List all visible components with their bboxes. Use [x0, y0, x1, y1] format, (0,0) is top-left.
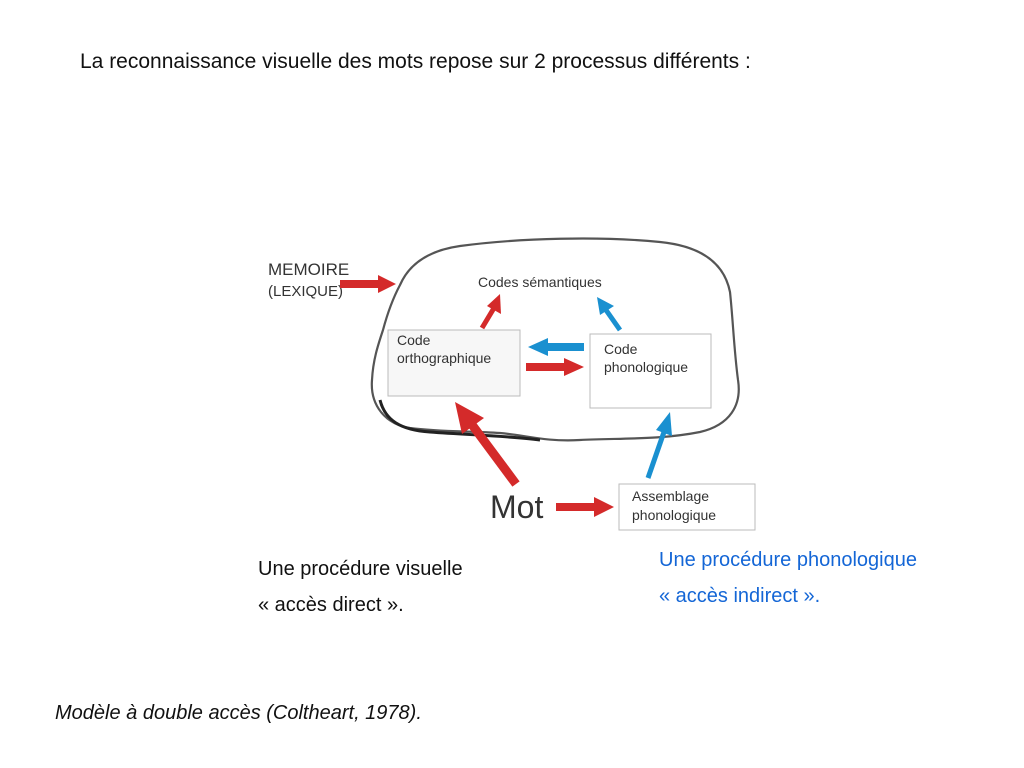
code-phonologique-box: [589, 333, 712, 409]
code-ortho-line2: orthographique: [397, 350, 491, 366]
lexicon-cloud-shadow: [378, 399, 541, 442]
assemblage-line2: phonologique: [632, 507, 716, 523]
visual-procedure-text: Une procédure visuelle « accès direct ».: [258, 551, 463, 623]
ortho-to-phono-arrow: [526, 358, 584, 376]
phonological-procedure-text: Une procédure phonologique « accès indir…: [659, 542, 917, 614]
mot-label: Mot: [490, 489, 543, 525]
ortho-to-semantic-arrow: [479, 294, 501, 330]
phono-to-semantic-arrow: [597, 297, 623, 332]
codes-semantiques-label: Codes sémantiques: [478, 274, 602, 290]
code-ortho-line1: Code: [397, 332, 431, 348]
code-phono-line1: Code: [604, 341, 638, 357]
memoire-label: MEMOIRE: [268, 260, 349, 279]
phono-procedure-line2: « accès indirect ».: [659, 585, 821, 607]
visual-procedure-line2: « accès direct ».: [258, 594, 404, 616]
phono-to-ortho-arrow: [528, 338, 584, 356]
visual-procedure-line1: Une procédure visuelle: [258, 558, 463, 580]
code-phono-line2: phonologique: [604, 359, 688, 375]
assemblage-phonologique-box: [618, 483, 756, 531]
mot-to-ortho-arrow: [455, 402, 520, 487]
slide-title: La reconnaissance visuelle des mots repo…: [80, 50, 751, 73]
model-caption: Modèle à double accès (Coltheart, 1978).: [55, 702, 422, 724]
memoire-arrow: [340, 275, 396, 293]
lexique-label: (LEXIQUE): [268, 283, 343, 300]
assemblage-line1: Assemblage: [632, 488, 709, 504]
assemblage-to-phono-arrow: [645, 412, 672, 479]
phono-procedure-line1: Une procédure phonologique: [659, 549, 917, 571]
code-orthographique-box: [387, 329, 521, 397]
mot-to-assemblage-arrow: [556, 497, 614, 517]
